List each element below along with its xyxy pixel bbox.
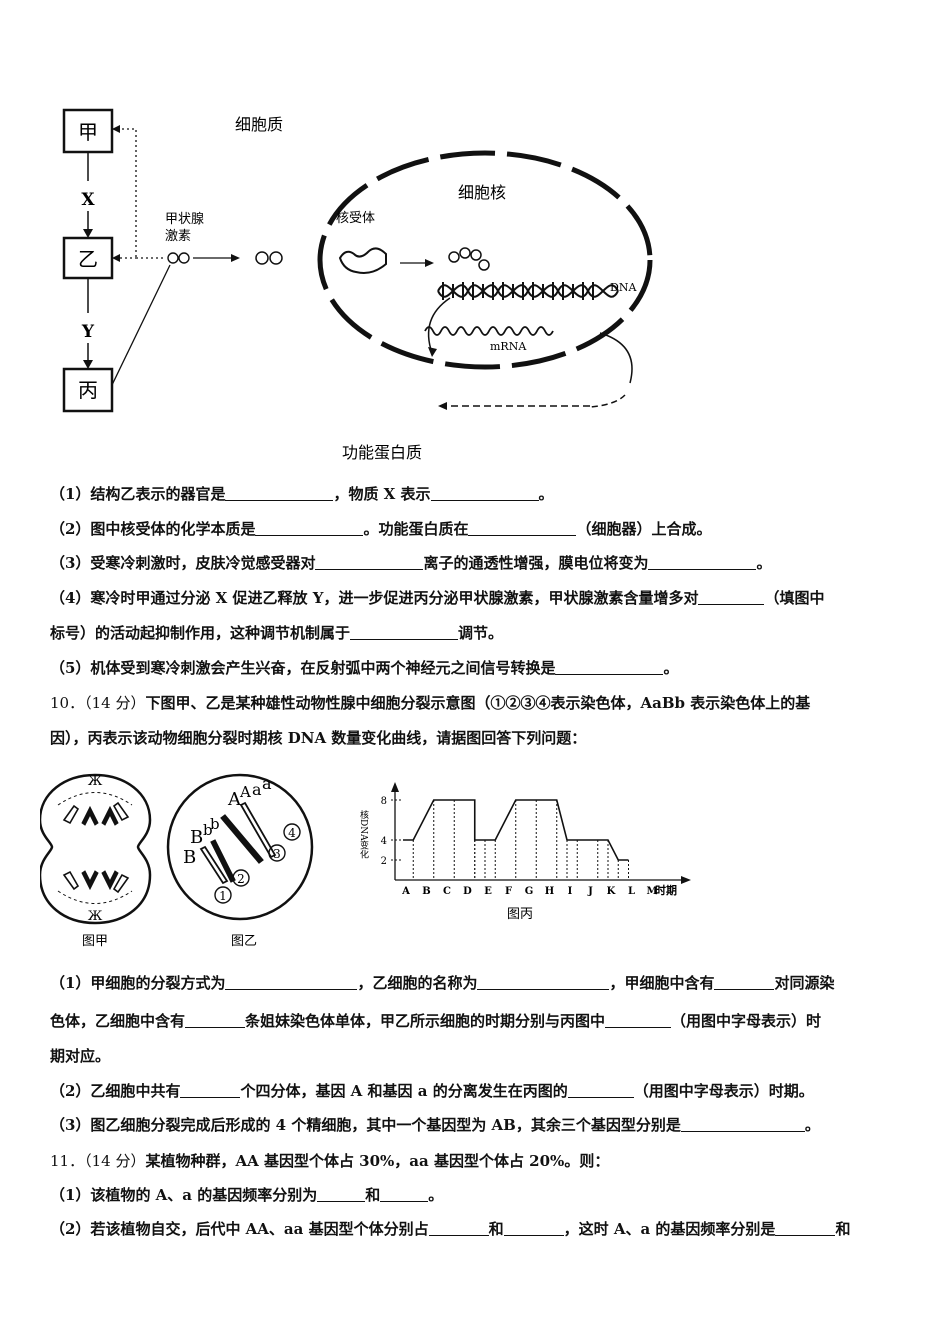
nuclear-receptor <box>338 247 387 274</box>
q11-part1: （1）该植物的 A、a 的基因频率分别为和。 <box>50 1185 444 1204</box>
mrna-strand <box>424 326 554 336</box>
svg-text:a: a <box>252 780 262 799</box>
dna-series-line <box>403 799 629 861</box>
question-number: 11．（14 分） <box>50 1152 146 1170</box>
svg-text:Ж: Ж <box>88 774 103 789</box>
hormone-label-2: 激素 <box>165 229 191 244</box>
answer-blank[interactable] <box>477 973 610 990</box>
q10-part1-line3: 期对应。 <box>50 1047 111 1065</box>
svg-text:A: A <box>227 789 242 810</box>
label-y: Y <box>81 322 95 342</box>
q10-part1-line1: （1）甲细胞的分裂方式为，乙细胞的名称为，甲细胞中含有对同源染 <box>50 973 835 992</box>
fig-yi-caption: 图乙 <box>231 934 257 949</box>
q9-part4-line1: （4）寒冷时甲通过分泌 X 促进乙释放 Y，进一步促进丙分泌甲状腺激素，甲状腺激… <box>50 588 825 607</box>
svg-text:A: A <box>239 783 251 801</box>
protein-label: 功能蛋白质 <box>342 443 422 462</box>
answer-blank[interactable] <box>648 553 757 570</box>
x-tick-label: F <box>505 886 512 897</box>
cell-yi <box>166 773 314 921</box>
q10-part1-line2: 色体，乙细胞中含有条姐妹染色体单体，甲乙所示细胞的时期分别与丙图中（用图中字母表… <box>50 1011 822 1030</box>
mrna-label: mRNA <box>490 340 527 353</box>
q10-part2: （2）乙细胞中共有个四分体，基因 A 和基因 a 的分离发生在丙图的（用图中字母… <box>50 1081 814 1100</box>
chart-xlabel: 时期 <box>655 883 677 897</box>
q9-part4-line2: 标号）的活动起抑制作用，这种调节机制属于调节。 <box>50 623 504 642</box>
nucleus-label: 细胞核 <box>458 183 506 202</box>
answer-blank[interactable] <box>567 1081 634 1098</box>
x-tick-label: L <box>628 886 635 897</box>
chart-ylabel: 核DNA变化 <box>358 809 369 860</box>
y-tick-label: 4 <box>381 836 387 847</box>
fig-jia-caption: 图甲 <box>82 934 108 949</box>
svg-text:4: 4 <box>288 826 296 840</box>
cell-figures: Ж Ж 图甲 A A a a B b b B 4 3 2 1 图乙 <box>40 773 314 949</box>
answer-blank[interactable] <box>698 588 765 605</box>
x-tick-label: B <box>422 886 430 897</box>
x-tick-label: E <box>484 886 492 897</box>
svg-text:b: b <box>210 815 220 833</box>
box-yi-label: 乙 <box>78 247 98 271</box>
y-tick-label: 2 <box>381 856 387 867</box>
label-x: X <box>81 190 95 210</box>
answer-blank[interactable] <box>430 484 539 501</box>
question-number: 10．（14 分） <box>50 694 146 712</box>
answer-blank[interactable] <box>380 1185 429 1202</box>
answer-blank[interactable] <box>428 1219 489 1236</box>
q9-part5: （5）机体受到寒冷刺激会产生兴奋，在反射弧中两个神经元之间信号转换是。 <box>50 658 679 677</box>
x-tick-label: G <box>525 886 534 897</box>
q10-part3: （3）图乙细胞分裂完成后形成的 4 个精细胞，其中一个基因型为 AB，其余三个基… <box>50 1115 820 1134</box>
q10-stem-line2: 因），丙表示该动物细胞分裂时期核 DNA 数量变化曲线，请据图回答下列问题： <box>50 729 587 747</box>
answer-blank[interactable] <box>225 973 358 990</box>
q11-part2: （2）若该植物自交，后代中 AA、aa 基因型个体分别占和，这时 A、a 的基因… <box>50 1219 851 1238</box>
answer-blank[interactable] <box>605 1011 672 1028</box>
answer-blank[interactable] <box>680 1115 805 1132</box>
answer-blank[interactable] <box>714 973 775 990</box>
dna-helix <box>437 282 619 300</box>
dna-label: DNA <box>610 281 637 294</box>
x-tick-label: H <box>545 886 554 897</box>
nucleus-envelope <box>317 150 653 370</box>
cell-jia <box>40 773 152 925</box>
q9-part2: （2）图中核受体的化学本质是。功能蛋白质在（细胞器）上合成。 <box>50 519 712 538</box>
svg-text:b: b <box>203 821 213 839</box>
answer-blank[interactable] <box>180 1081 241 1098</box>
svg-text:2: 2 <box>237 872 245 886</box>
answer-blank[interactable] <box>315 553 424 570</box>
answer-blank[interactable] <box>350 623 459 640</box>
svg-text:1: 1 <box>219 889 227 903</box>
svg-text:B: B <box>183 847 196 868</box>
x-tick-label: I <box>568 886 573 897</box>
x-tick-label: J <box>587 886 593 897</box>
q11-stem: 11．（14 分）某植物种群，AA 基因型个体占 30%，aa 基因型个体占 2… <box>50 1152 610 1170</box>
answer-blank[interactable] <box>555 658 664 675</box>
y-tick-label: 8 <box>381 796 387 807</box>
q9-part1: （1）结构乙表示的器官是，物质 X 表示。 <box>50 484 554 503</box>
box-bing-label: 丙 <box>78 378 98 402</box>
answer-blank[interactable] <box>503 1219 564 1236</box>
x-tick-label: D <box>463 886 472 897</box>
endocrine-diagram: 甲 乙 丙 X Y 甲状腺 激素 细胞质 细胞核 核受体 DNA mRNA <box>62 108 653 462</box>
receptor-label: 核受体 <box>336 211 375 226</box>
fig-bing-caption: 图丙 <box>507 907 533 922</box>
box-jia-label: 甲 <box>78 120 98 144</box>
answer-blank[interactable] <box>255 519 364 536</box>
svg-text:3: 3 <box>273 847 281 861</box>
answer-blank[interactable] <box>317 1185 366 1202</box>
x-tick-label: M <box>646 886 657 897</box>
answer-blank[interactable] <box>225 484 334 501</box>
answer-blank[interactable] <box>185 1011 246 1028</box>
q10-stem-line1: 10．（14 分）下图甲、乙是某种雄性动物性腺中细胞分裂示意图（①②③④表示染色… <box>50 694 811 712</box>
svg-text:a: a <box>262 774 272 793</box>
x-tick-label: A <box>401 886 410 897</box>
q9-part3: （3）受寒冷刺激时，皮肤冷觉感受器对离子的通透性增强，膜电位将变为。 <box>50 553 772 572</box>
svg-text:Ж: Ж <box>88 909 103 924</box>
cytoplasm-label: 细胞质 <box>235 115 283 134</box>
answer-blank[interactable] <box>468 519 577 536</box>
hormone-label-1: 甲状腺 <box>165 212 204 227</box>
svg-text:B: B <box>190 827 203 848</box>
x-tick-label: K <box>607 886 616 897</box>
answer-blank[interactable] <box>775 1219 836 1236</box>
x-tick-label: C <box>443 886 451 897</box>
